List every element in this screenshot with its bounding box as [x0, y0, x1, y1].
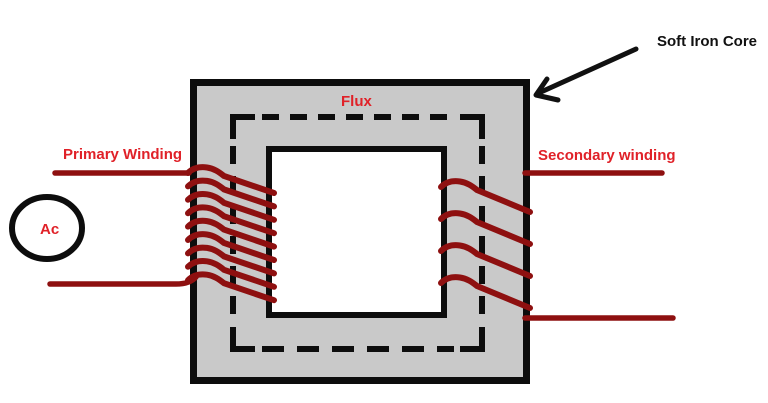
primary-coil-turn: [185, 191, 277, 223]
arrowhead-icon: [533, 76, 561, 103]
arrow-shaft: [538, 46, 639, 95]
secondary-winding-label: Secondary winding: [538, 147, 676, 164]
primary-coil-turn: [185, 217, 277, 250]
secondary-coil-turn: [438, 242, 533, 279]
flux-path: [230, 114, 485, 352]
lead-wires: [47, 170, 676, 321]
ac-label: Ac: [40, 221, 59, 238]
core-window: [266, 146, 447, 318]
primary-coil-turn: [185, 204, 277, 237]
secondary-coil-turn: [438, 210, 533, 247]
primary-coil-turn: [185, 258, 277, 290]
primary-coil-turn: [185, 177, 277, 210]
flux-label: Flux: [341, 93, 372, 110]
secondary-coil-turn: [438, 178, 533, 215]
flux-corner-top-left: [230, 114, 255, 139]
flux-corner-top-right: [460, 114, 485, 139]
soft-iron-core-label: Soft Iron Core: [657, 33, 757, 50]
primary-coil-turn: [185, 244, 277, 277]
secondary-coil-turn: [438, 274, 533, 311]
ac-source-circle: [9, 194, 85, 262]
primary-coil-turn: [185, 231, 277, 263]
pointer-arrow: [533, 46, 639, 103]
primary-winding-label: Primary Winding: [63, 146, 182, 163]
primary-wire-bottom: [47, 274, 199, 287]
flux-corner-bottom-left: [230, 327, 255, 352]
flux-corner-bottom-right: [460, 327, 485, 352]
primary-coil-turn: [185, 164, 277, 196]
secondary-coil: [438, 178, 533, 311]
